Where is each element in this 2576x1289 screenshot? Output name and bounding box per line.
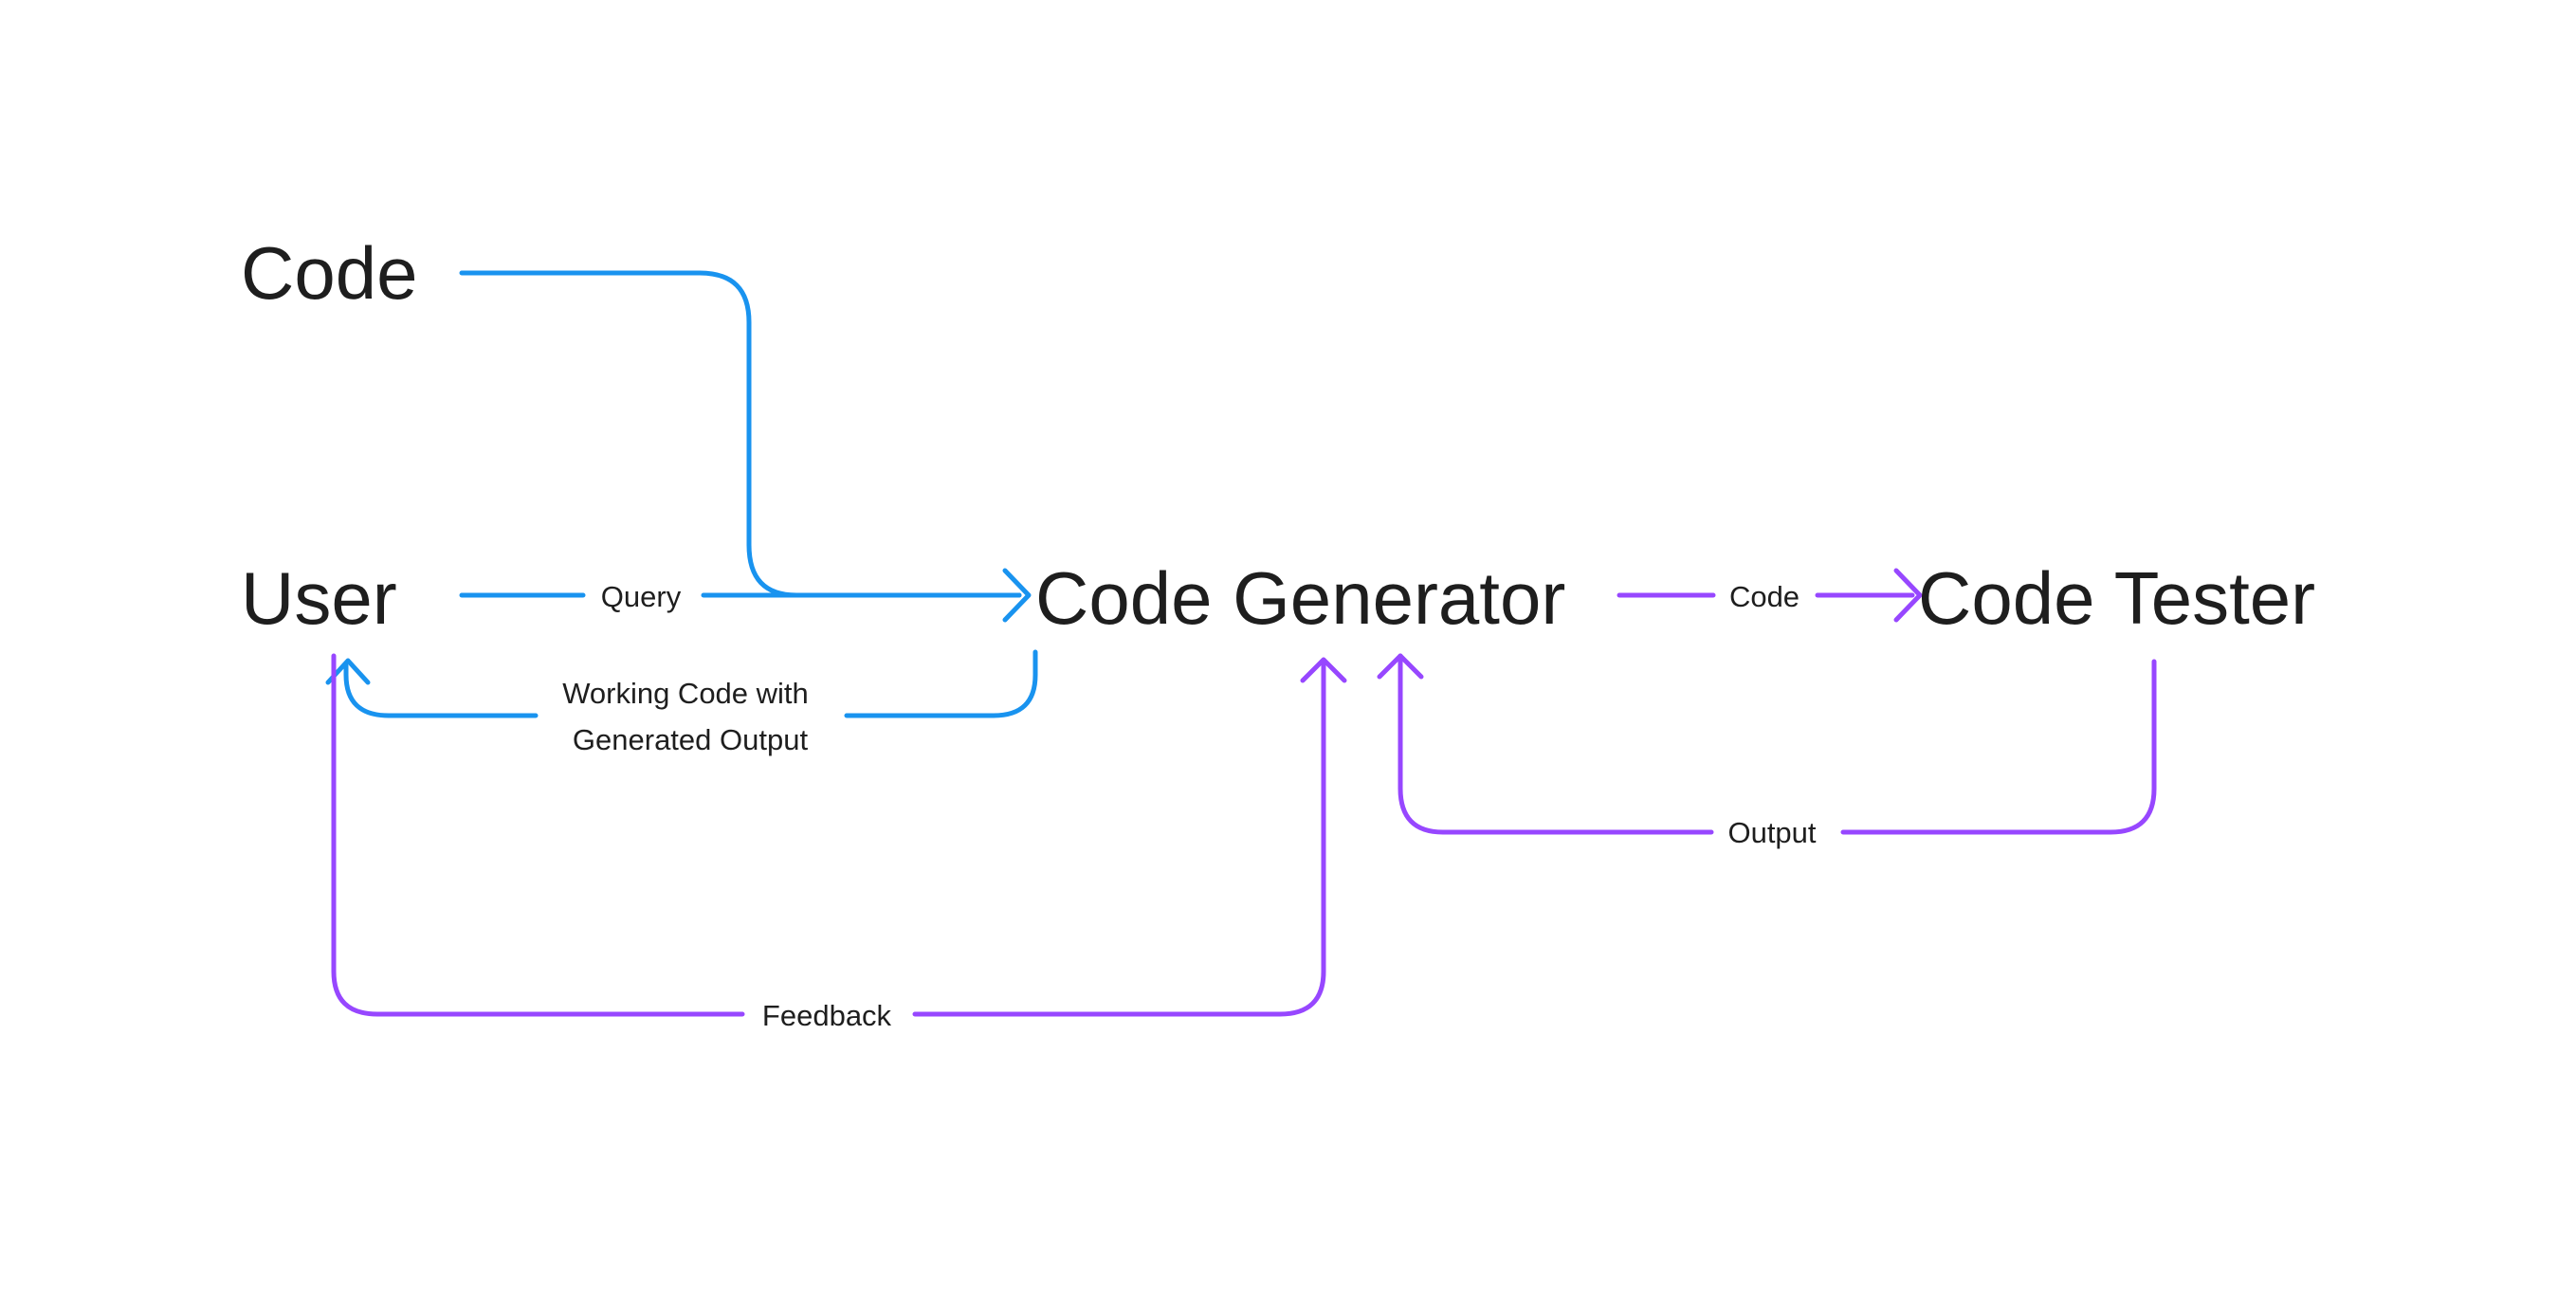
node-code: Code — [241, 231, 417, 315]
edge-label-output: Output — [1727, 816, 1816, 849]
edge-feedback-right — [912, 661, 1326, 1017]
arrowhead-generator-output — [1377, 653, 1424, 680]
edge-tester-to-generator-right — [1840, 659, 2157, 835]
edge-label-query: Query — [601, 580, 682, 613]
edge-label-feedback: Feedback — [762, 999, 892, 1032]
edge-generator-to-user-left — [343, 663, 539, 718]
arrowhead-generator-feedback — [1300, 657, 1347, 683]
edge-code-to-generator — [459, 270, 1022, 598]
node-code-generator: Code Generator — [1035, 556, 1565, 640]
edge-label-working-line2: Generated Output — [573, 723, 809, 756]
edge-label-code: Code — [1729, 580, 1800, 613]
node-user: User — [241, 556, 397, 640]
edge-generator-to-user-right — [844, 649, 1038, 718]
node-code-tester: Code Tester — [1918, 556, 2315, 640]
arrowhead-tester-code — [1893, 568, 1923, 623]
arrowhead-generator-query — [1002, 568, 1032, 623]
edge-feedback-left — [331, 653, 745, 1017]
edge-tester-to-generator-left — [1398, 653, 1714, 835]
edge-label-working-line1: Working Code with — [562, 677, 809, 710]
